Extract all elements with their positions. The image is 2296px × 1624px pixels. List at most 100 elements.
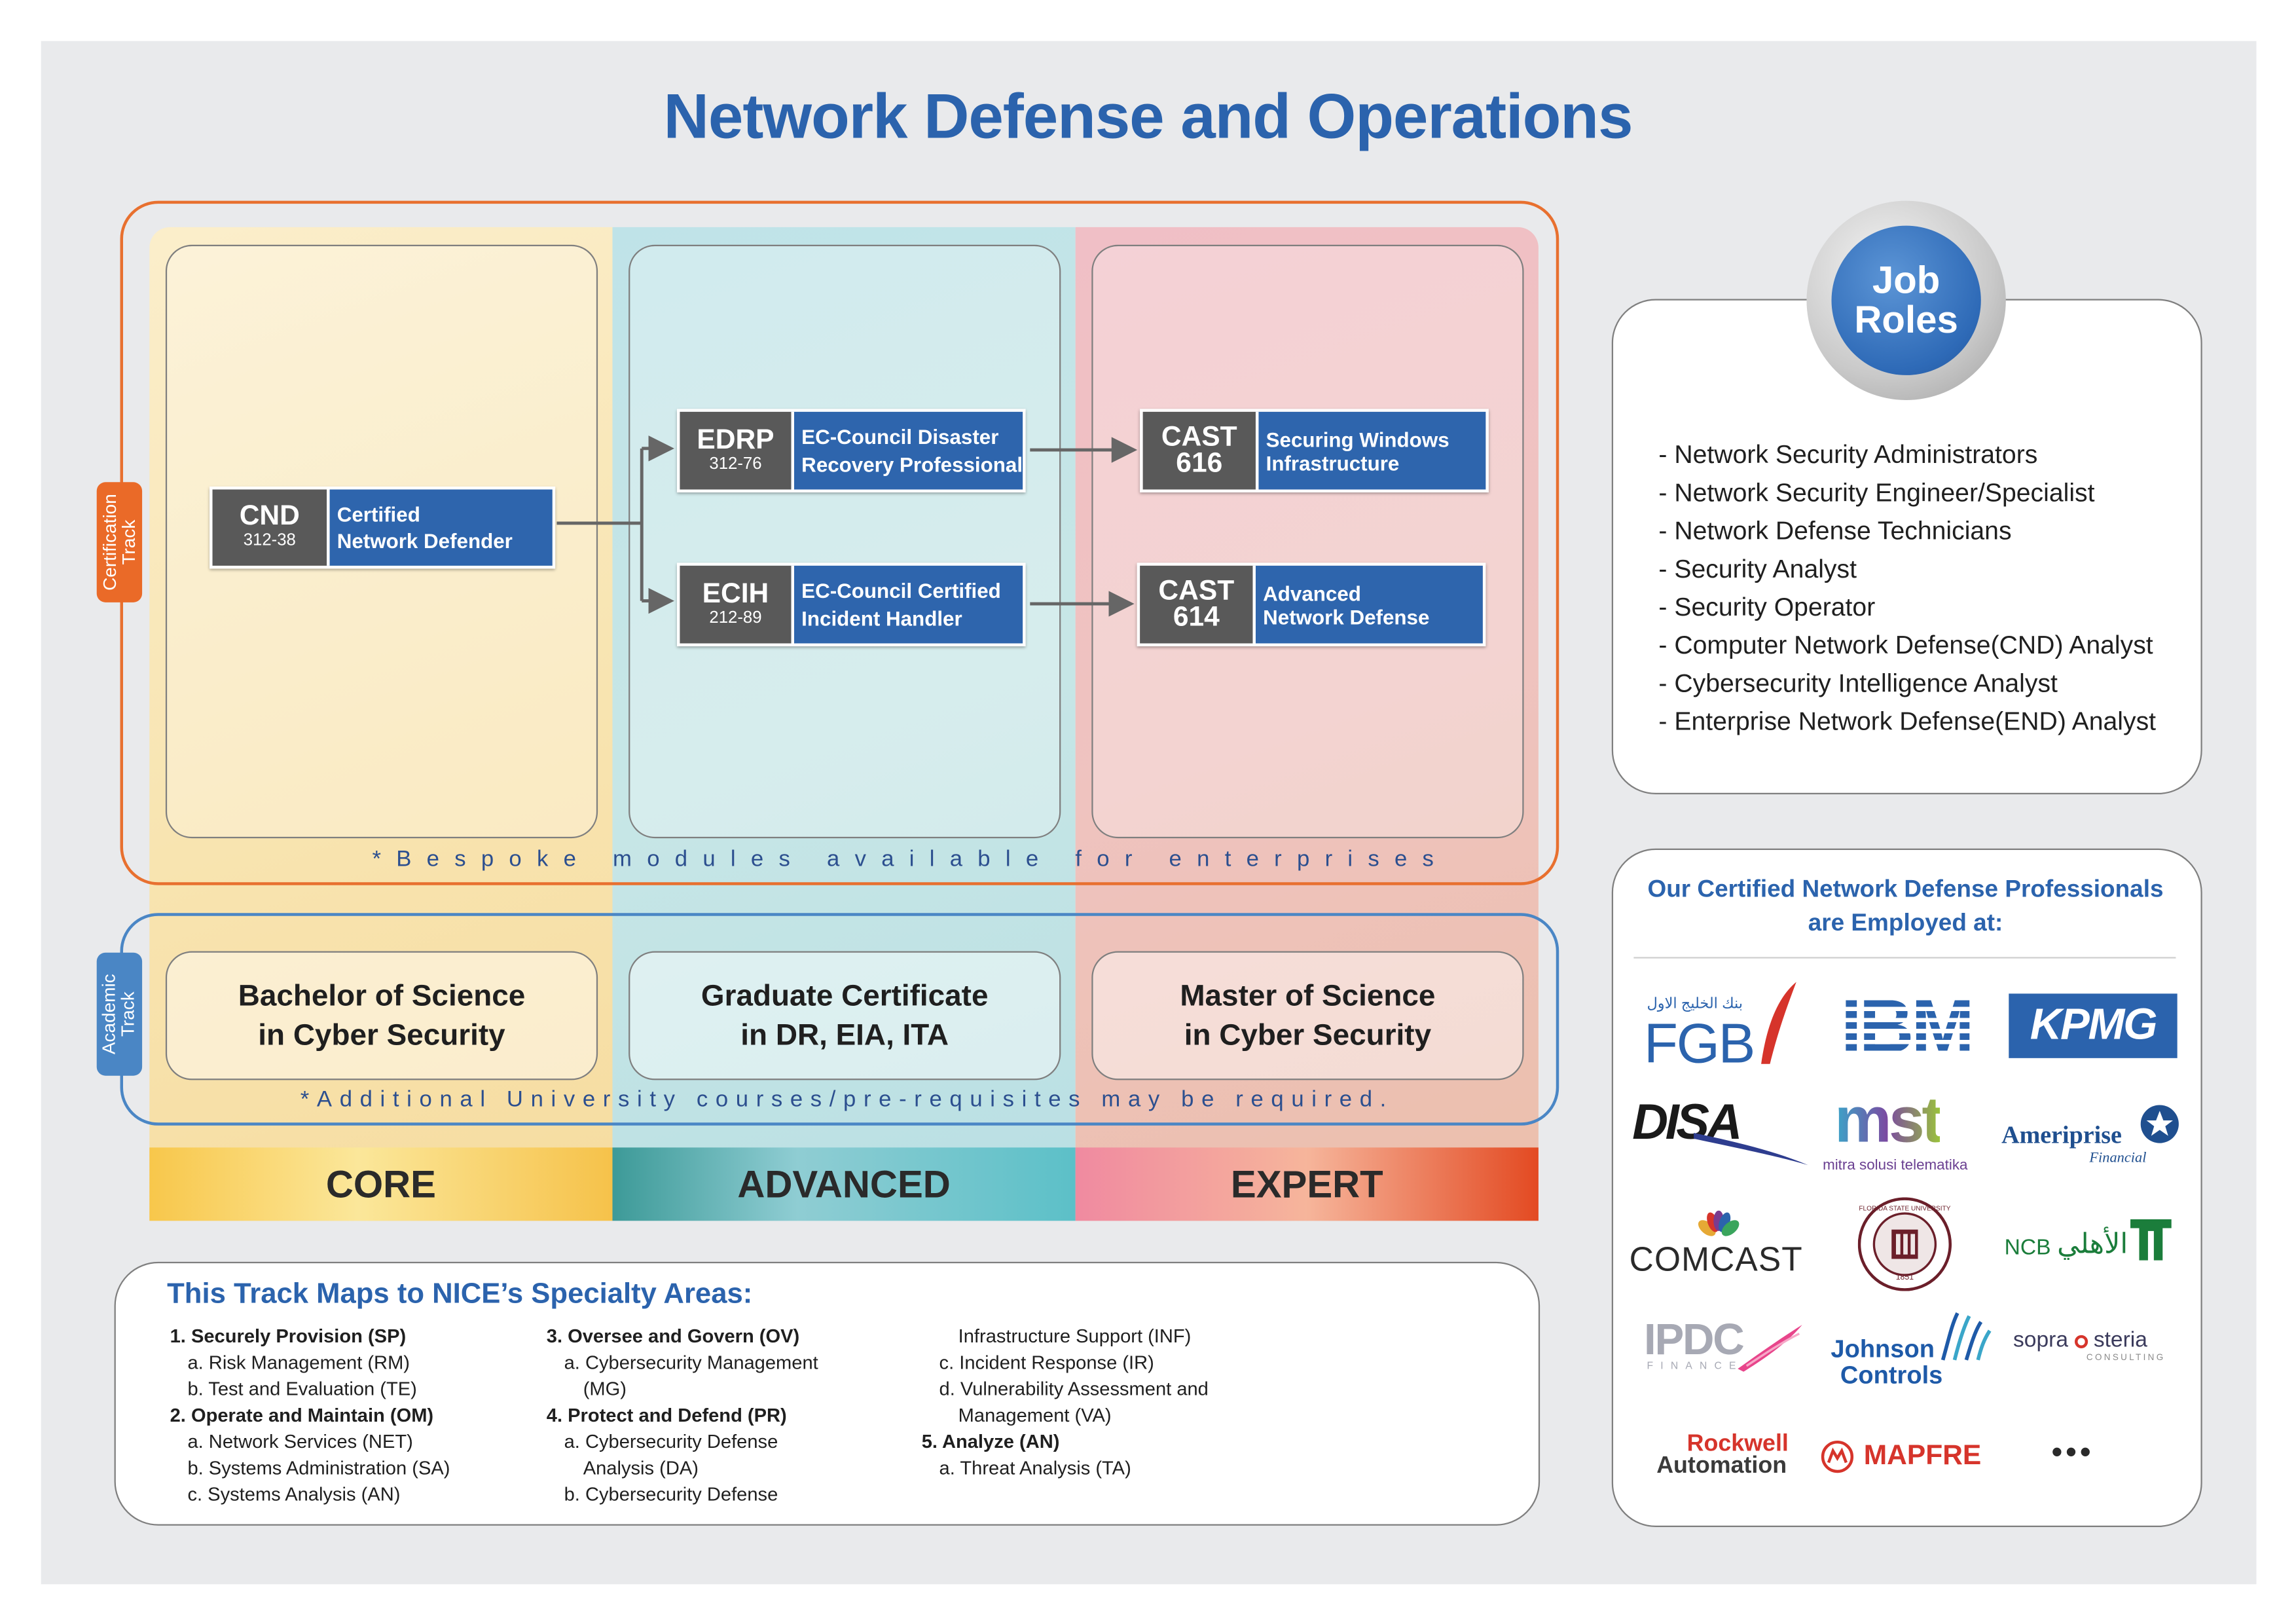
course-cast616: CAST 616 Securing Windows Infrastructure [1140, 409, 1489, 492]
nice-item: 1. Securely Provision (SP) [170, 1325, 407, 1347]
course-cast614-name-line1: Advanced [1263, 581, 1361, 605]
employers-panel [1611, 848, 2202, 1527]
logo-ameriprise-text: Ameriprise [2001, 1121, 2122, 1149]
disa-swoosh-icon [1694, 1132, 1808, 1166]
core-column [149, 227, 613, 1221]
sopra-steria-swirl-icon [2074, 1335, 2088, 1348]
bespoke-note: *Bespoke modules available for enterpris… [372, 847, 1449, 872]
logo-ibm: IBM [1817, 985, 1995, 1070]
course-cast616-code: CAST 616 [1142, 411, 1256, 490]
course-ecih-code-label: ECIH [702, 578, 769, 609]
degree-bachelor-line2: in Cyber Security [258, 1018, 505, 1052]
nice-item: b. Test and Evaluation (TE) [187, 1377, 417, 1400]
logo-sopra-steria-text: sopra steria [2013, 1328, 2147, 1353]
course-edrp-number: 312-76 [709, 454, 762, 473]
nice-item: a. Cybersecurity Defense [564, 1430, 778, 1452]
mapfre-emblem-icon [1821, 1440, 1854, 1473]
nice-item: b. Cybersecurity Defense [564, 1483, 778, 1505]
job-roles-heading-line2: Roles [1854, 297, 1958, 342]
nice-item: 2. Operate and Maintain (OM) [170, 1404, 434, 1426]
nice-item: 3. Oversee and Govern (OV) [546, 1325, 800, 1347]
logo-comcast: COMCAST [1629, 1210, 1814, 1278]
nice-column-1: 1. Securely Provision (SP) a. Risk Manag… [170, 1323, 450, 1508]
logo-mst-text: mitra solusi telematika [1823, 1158, 1968, 1174]
nice-item: Management (VA) [958, 1404, 1112, 1426]
nice-item: d. Vulnerability Assessment and [939, 1377, 1209, 1400]
course-cast614-name: Advanced Network Defense [1252, 565, 1483, 644]
logo-mapfre: MAPFRE [1820, 1439, 1999, 1475]
course-edrp-name-line1: EC-Council Disaster [801, 425, 999, 449]
logo-ipdc-sub: FINANCE [1647, 1361, 1743, 1372]
expert-panel [1091, 244, 1524, 839]
job-role-item: - Computer Network Defense(CND) Analyst [1658, 630, 2153, 660]
nice-column-2: 3. Oversee and Govern (OV) a. Cybersecur… [547, 1323, 818, 1508]
nice-column-3: Infrastructure Support (INF) c. Incident… [922, 1323, 1209, 1482]
employers-title-line2: are Employed at: [1808, 910, 2003, 937]
nice-item: Analysis (DA) [583, 1456, 699, 1479]
course-cast614-number: 614 [1173, 601, 1220, 633]
logo-kpmg: KPMG [2009, 993, 2178, 1058]
nice-item: a. Threat Analysis (TA) [939, 1456, 1131, 1479]
job-role-item: - Enterprise Network Defense(END) Analys… [1658, 706, 2157, 736]
degree-bachelor-line1: Bachelor of Science [238, 978, 526, 1013]
logo-fgb-arabic: بنك الخليج الاول [1647, 996, 1743, 1013]
nbc-peacock-icon [1698, 1210, 1740, 1236]
course-cnd: CND 312-38 Certified Network Defender [210, 487, 556, 569]
course-edrp-name-line2: Recovery Professional [801, 452, 1023, 476]
nice-title: This Track Maps to NICE’s Specialty Area… [167, 1278, 753, 1310]
logo-ameriprise: Ameriprise Financial [2001, 1103, 2183, 1171]
course-cnd-number: 312-38 [243, 532, 296, 550]
course-ecih-number: 212-89 [709, 608, 762, 627]
job-role-item: - Security Analyst [1658, 553, 1857, 583]
job-roles-badge: Job Roles [1831, 225, 1981, 375]
course-edrp-name: EC-Council Disaster Recovery Professiona… [791, 411, 1023, 490]
nice-item: b. Systems Administration (SA) [187, 1456, 450, 1479]
job-role-item: - Cybersecurity Intelligence Analyst [1658, 668, 2058, 698]
logo-sopra-steria-sub: CONSULTING [2086, 1354, 2166, 1363]
logo-ncb-text: NCB [2004, 1235, 2051, 1261]
nice-specialty-panel [114, 1261, 1540, 1526]
level-core: CORE [149, 1147, 613, 1221]
logo-ipdc-text: IPDC [1644, 1316, 1745, 1365]
logo-mst: mst mitra solusi telematika [1817, 1084, 1993, 1178]
nice-item: c. Incident Response (IR) [939, 1351, 1154, 1374]
expert-column [1075, 227, 1539, 1221]
course-cast614-code-label: CAST [1158, 575, 1235, 606]
logo-rockwell-automation: Rockwell Automation [1635, 1433, 1808, 1483]
course-cast616-name: Securing Windows Infrastructure [1255, 411, 1486, 490]
level-advanced: ADVANCED [612, 1147, 1076, 1221]
advanced-column [612, 227, 1076, 1221]
ameriprise-star-icon [2140, 1105, 2179, 1143]
degree-master: Master of Science in Cyber Security [1091, 951, 1524, 1080]
certification-track-tab: Certification Track [96, 482, 143, 602]
course-edrp: EDRP 312-76 EC-Council Disaster Recovery… [676, 409, 1026, 492]
job-roles-list: - Network Security Administrators - Netw… [1658, 435, 2156, 741]
academic-track-tab: Academic Track [96, 952, 143, 1076]
logo-fgb-text: FGB [1644, 1014, 1755, 1076]
logo-sopra-steria: sopra steria CONSULTING [2013, 1328, 2174, 1372]
degree-graduate: Graduate Certificate in DR, EIA, ITA [629, 951, 1061, 1080]
logo-mapfre-text: MAPFRE [1863, 1440, 1982, 1471]
course-cast616-number: 616 [1176, 447, 1223, 479]
nice-item: a. Network Services (NET) [187, 1430, 413, 1452]
johnson-controls-wave-icon [1941, 1312, 1992, 1361]
course-cnd-name: Certified Network Defender [327, 489, 553, 566]
job-role-item: - Network Security Engineer/Specialist [1658, 477, 2095, 507]
logo-johnson-controls: Johnson Controls [1820, 1310, 1996, 1392]
advanced-panel [629, 244, 1061, 839]
job-role-item: - Network Defense Technicians [1658, 515, 2012, 545]
logo-rockwell-line2: Automation [1656, 1454, 1787, 1479]
course-ecih: ECIH 212-89 EC-Council Certified Inciden… [676, 563, 1026, 646]
employers-title: Our Certified Network Defense Profession… [1612, 874, 2199, 941]
ipdc-swoosh-icon [1738, 1325, 1802, 1372]
nice-item: a. Cybersecurity Management [564, 1351, 818, 1374]
logo-disa: DISA [1632, 1095, 1811, 1168]
logo-johnson-line1: Johnson [1831, 1335, 1935, 1363]
course-ecih-name-line2: Incident Handler [801, 606, 962, 630]
page-title: Network Defense and Operations [663, 82, 1633, 153]
course-ecih-name-line1: EC-Council Certified [801, 579, 1001, 602]
logo-comcast-text: COMCAST [1629, 1240, 1803, 1278]
nice-item: 4. Protect and Defend (PR) [546, 1404, 787, 1426]
logo-ncb-arabic: الأهلي [2057, 1229, 2128, 1261]
